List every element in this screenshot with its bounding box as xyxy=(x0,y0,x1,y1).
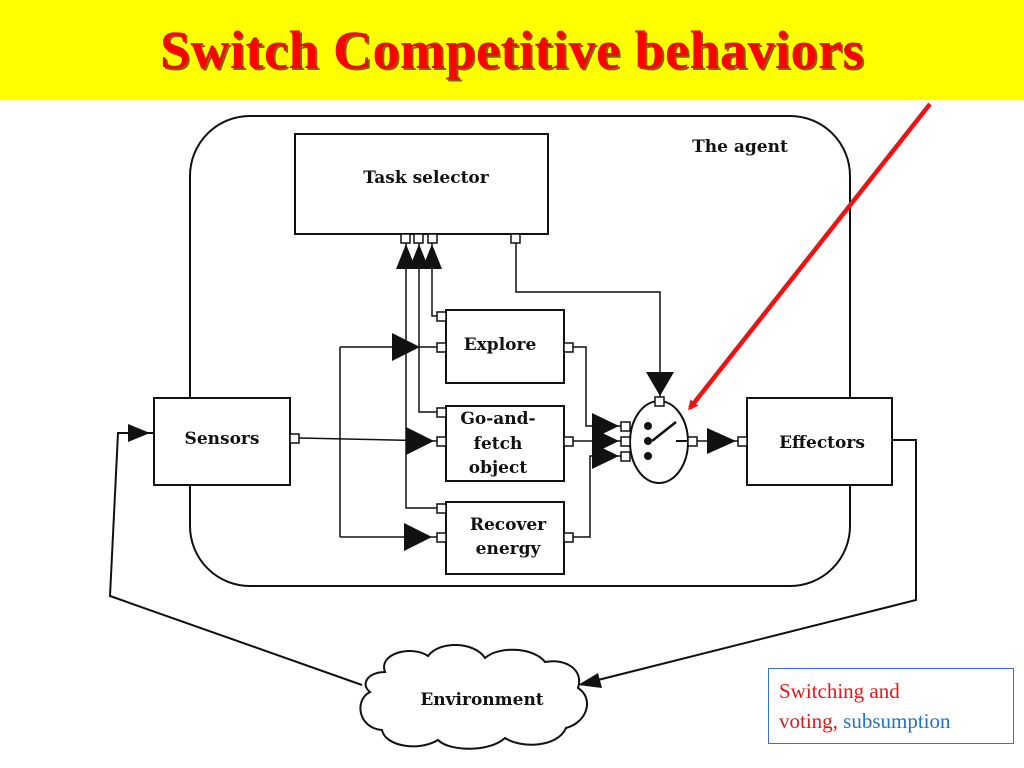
switch-contacts xyxy=(644,422,652,460)
task-selector-ports xyxy=(400,233,521,244)
caption-box: Switching and voting, subsumption xyxy=(768,668,1014,744)
environment-label: Environment xyxy=(420,690,543,710)
arrowheads xyxy=(128,244,736,688)
slide-title: Switch Competitive behaviors xyxy=(160,20,864,80)
caption-text-subsumption: subsumption xyxy=(843,709,951,733)
environment-cloud xyxy=(359,643,588,750)
effectors-label: Effectors xyxy=(779,433,865,453)
explore-box xyxy=(445,309,565,384)
title-bar: Switch Competitive behaviors xyxy=(0,0,1024,100)
task-selector-label: Task selector xyxy=(363,168,490,188)
caption-line-2: voting, subsumption xyxy=(779,706,1003,736)
recover-label-line-2: energy xyxy=(476,539,542,559)
sensors-port xyxy=(289,433,300,444)
go-and-fetch-box xyxy=(445,405,565,482)
recover-energy-box xyxy=(445,501,565,575)
go-fetch-label-line-2: fetch xyxy=(474,434,523,454)
effectors-port xyxy=(737,436,748,447)
pointer-arrow xyxy=(688,102,932,411)
sensors-label: Sensors xyxy=(185,429,260,449)
go-fetch-label-line-1: Go-and- xyxy=(460,409,535,429)
caption-text-switching: Switching and xyxy=(779,679,900,703)
agent-label: The agent xyxy=(692,137,788,157)
go-fetch-label-line-3: object xyxy=(469,458,528,478)
connection-lines xyxy=(298,243,738,538)
caption-text-voting: voting, xyxy=(779,709,838,733)
recover-label-line-1: Recover xyxy=(470,515,547,535)
agent-boundary xyxy=(189,115,851,587)
task-selector-box xyxy=(294,133,549,235)
switch-lever xyxy=(651,421,677,442)
caption-line-1: Switching and xyxy=(779,676,1003,706)
sensors-box xyxy=(153,397,291,486)
explore-label: Explore xyxy=(464,335,537,355)
